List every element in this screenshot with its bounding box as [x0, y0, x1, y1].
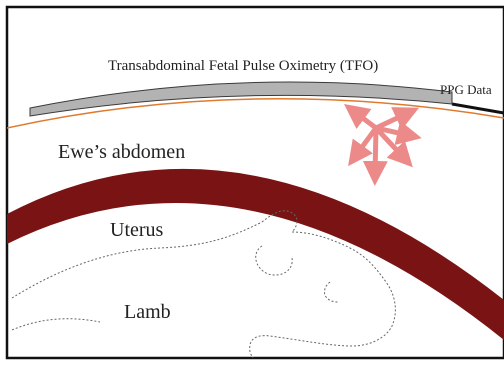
- tfo-label: Transabdominal Fetal Pulse Oximetry (TFO…: [108, 58, 378, 74]
- ppg-data-label: PPG Data: [440, 82, 492, 97]
- abdomen-label: Ewe’s abdomen: [58, 141, 185, 163]
- uterus-label: Uterus: [110, 219, 164, 241]
- lamb-label: Lamb: [124, 301, 171, 323]
